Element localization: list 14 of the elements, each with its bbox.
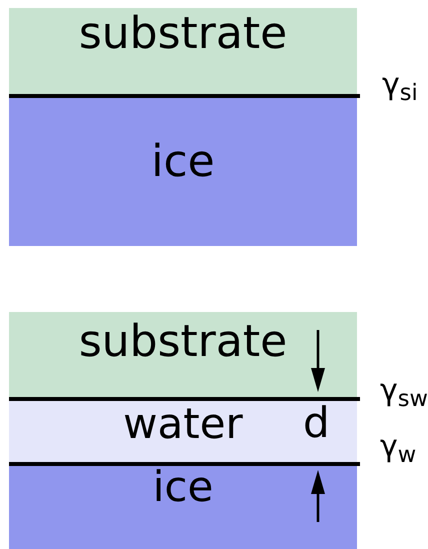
layer-band: [9, 312, 357, 399]
layer-label: ice: [152, 466, 214, 508]
layer-label: water: [123, 403, 243, 445]
interface-label: γ$_{si}$: [382, 70, 418, 100]
layer-band: [9, 96, 357, 246]
layer-label: substrate: [78, 12, 288, 56]
interface-label: γ$_{w}$: [380, 432, 416, 462]
layer-label: substrate: [78, 320, 288, 364]
interface-label: γ$_{sw}$: [380, 376, 428, 406]
layer-label: ice: [151, 140, 215, 184]
layer-band: [9, 8, 357, 96]
interface-label: d: [303, 402, 330, 444]
layer-band: [9, 464, 357, 549]
layer-band: [9, 399, 357, 464]
